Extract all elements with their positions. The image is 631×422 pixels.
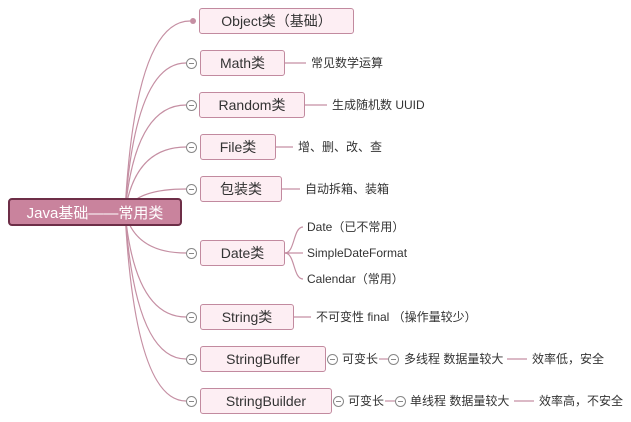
connector-root-stringbuilder bbox=[124, 211, 187, 402]
subtopic-stringbuffer-mutable[interactable]: 可变长 bbox=[342, 352, 379, 366]
string-collapse-icon[interactable] bbox=[186, 312, 197, 323]
subtopic-random-desc[interactable]: 生成随机数 UUID bbox=[332, 98, 425, 112]
stringbuilder-collapse-icon[interactable] bbox=[186, 396, 197, 407]
date-collapse-icon[interactable] bbox=[186, 248, 197, 259]
subtopic-string-desc[interactable]: 不可变性 final （操作量较少） bbox=[316, 310, 477, 324]
subtopic-stringbuilder-mutable[interactable]: 可变长 bbox=[348, 394, 385, 408]
subtopic-math-desc[interactable]: 常见数学运算 bbox=[311, 56, 384, 70]
connector-date-sub-1 bbox=[284, 226, 304, 254]
file-collapse-icon[interactable] bbox=[186, 142, 197, 153]
connector-root-object bbox=[124, 20, 191, 213]
stringbuilder-mutable-collapse-icon[interactable] bbox=[333, 396, 344, 407]
topic-label: String类 bbox=[221, 309, 273, 325]
topic-file-class[interactable]: File类 bbox=[200, 134, 276, 160]
stringbuffer-collapse-icon[interactable] bbox=[186, 354, 197, 365]
topic-label: Math类 bbox=[219, 55, 266, 71]
wrapper-collapse-icon[interactable] bbox=[186, 184, 197, 195]
topic-wrapper-class[interactable]: 包装类 bbox=[200, 176, 282, 202]
topic-label: StringBuffer bbox=[226, 351, 300, 367]
topic-date-class[interactable]: Date类 bbox=[200, 240, 285, 266]
topic-label: StringBuilder bbox=[225, 393, 307, 409]
connector-root-stringbuffer bbox=[124, 211, 187, 360]
topic-stringbuffer[interactable]: StringBuffer bbox=[200, 346, 326, 372]
topic-math-class[interactable]: Math类 bbox=[200, 50, 285, 76]
subtopic-stringbuilder-threading[interactable]: 单线程 数据量较大 bbox=[410, 394, 510, 408]
subtopic-stringbuilder-efficiency[interactable]: 效率高，不安全 bbox=[539, 394, 624, 408]
topic-label: 包装类 bbox=[220, 181, 262, 197]
topic-stringbuilder[interactable]: StringBuilder bbox=[200, 388, 332, 414]
root-topic-label: Java基础——常用类 bbox=[26, 204, 164, 222]
stringbuffer-mutable-collapse-icon[interactable] bbox=[327, 354, 338, 365]
object-leaf-dot-icon bbox=[190, 18, 196, 24]
connector-root-random bbox=[124, 104, 187, 213]
math-collapse-icon[interactable] bbox=[186, 58, 197, 69]
topic-random-class[interactable]: Random类 bbox=[199, 92, 305, 118]
random-collapse-icon[interactable] bbox=[186, 100, 197, 111]
topic-object-class[interactable]: Object类（基础） bbox=[199, 8, 354, 34]
stringbuffer-threading-collapse-icon[interactable] bbox=[388, 354, 399, 365]
subtopic-file-desc[interactable]: 增、删、改、查 bbox=[298, 140, 383, 154]
topic-string-class[interactable]: String类 bbox=[200, 304, 294, 330]
connector-root-math bbox=[124, 62, 187, 213]
stringbuilder-threading-collapse-icon[interactable] bbox=[395, 396, 406, 407]
connector-root-string bbox=[124, 211, 187, 318]
topic-label: Object类（基础） bbox=[221, 13, 332, 29]
connector-date-sub-3 bbox=[284, 252, 304, 280]
topic-label: Random类 bbox=[218, 97, 286, 113]
root-topic[interactable]: Java基础——常用类 bbox=[8, 198, 182, 226]
subtopic-stringbuffer-threading[interactable]: 多线程 数据量较大 bbox=[404, 352, 504, 366]
topic-label: File类 bbox=[219, 139, 257, 155]
subtopic-stringbuffer-efficiency[interactable]: 效率低，安全 bbox=[532, 352, 605, 366]
subtopic-calendar[interactable]: Calendar（常用） bbox=[307, 272, 404, 286]
subtopic-wrapper-desc[interactable]: 自动拆箱、装箱 bbox=[305, 182, 390, 196]
subtopic-simpledateformat[interactable]: SimpleDateFormat bbox=[307, 246, 408, 260]
topic-label: Date类 bbox=[220, 245, 265, 261]
subtopic-date-deprecated[interactable]: Date（已不常用） bbox=[307, 220, 405, 234]
